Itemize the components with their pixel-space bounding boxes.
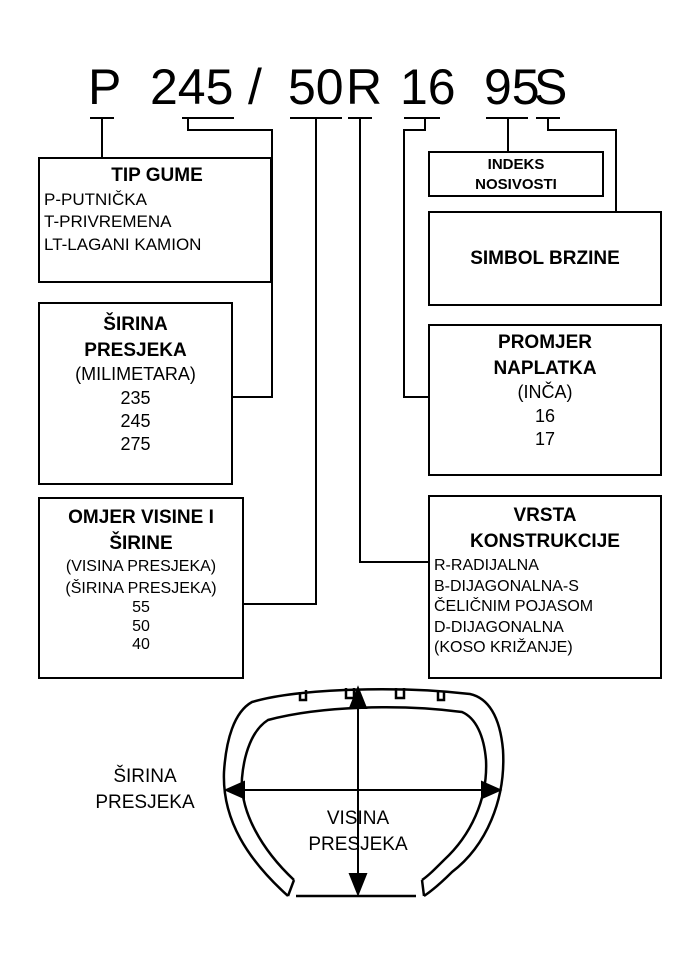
sirina-value: 275	[120, 434, 151, 455]
promjer-unit: (INČA)	[517, 382, 573, 403]
tire-cross-section	[222, 688, 505, 898]
indeks-box: INDEKS NOSIVOSTI	[428, 151, 604, 197]
vrsta-box: VRSTA KONSTRUKCIJE R-RADIJALNA B-DIJAGON…	[428, 495, 662, 679]
tire-width-label: ŠIRINA PRESJEKA	[80, 764, 210, 815]
simbol-box: SIMBOL BRZINE	[428, 211, 662, 306]
omjer-box: OMJER VISINE I ŠIRINE (VISINA PRESJEKA) …	[38, 497, 244, 679]
tip-gume-title: TIP GUME	[111, 165, 203, 186]
vrsta-title: VRSTA	[513, 505, 577, 526]
indeks-title: INDEKS	[487, 156, 545, 173]
vrsta-line: B-DIJAGONALNA-S	[434, 577, 579, 595]
code-construction: R	[346, 59, 383, 115]
vrsta-title: KONSTRUKCIJE	[470, 530, 620, 552]
vrsta-line: ČELIČNIM POJASOM	[434, 598, 594, 616]
tire-height-label: VISINA PRESJEKA	[296, 806, 420, 857]
promjer-value: 16	[534, 405, 556, 426]
tire-width-label-line: ŠIRINA	[113, 766, 177, 787]
vrsta-line: D-DIJAGONALNA	[434, 618, 564, 636]
code-type-letter: P	[88, 59, 122, 115]
omjer-value: 55	[132, 599, 150, 617]
promjer-box: PROMJER NAPLATKA (INČA) 16 17	[428, 324, 662, 476]
simbol-title: SIMBOL BRZINE	[470, 247, 620, 269]
code-slash: /	[248, 59, 262, 115]
tip-gume-line: T-PRIVREMENA	[44, 212, 172, 232]
omjer-title: OMJER VISINE I	[68, 507, 214, 528]
omjer-title: ŠIRINE	[109, 532, 173, 554]
sirina-presjeka-box: ŠIRINA PRESJEKA (MILIMETARA) 235 245 275	[38, 302, 233, 485]
promjer-title: NAPLATKA	[493, 357, 597, 379]
code-speed-symbol: S	[534, 59, 568, 115]
code-aspect-ratio: 50	[288, 59, 344, 115]
sirina-title: PRESJEKA	[84, 339, 187, 361]
tip-gume-line: LT-LAGANI KAMION	[44, 234, 202, 254]
tire-height-label-line: PRESJEKA	[308, 833, 408, 855]
omjer-value: 40	[132, 636, 150, 654]
tip-gume-box: TIP GUME P-PUTNIČKA T-PRIVREMENA LT-LAGA…	[38, 157, 272, 283]
promjer-value: 17	[534, 429, 556, 450]
omjer-line: (ŠIRINA PRESJEKA)	[65, 579, 217, 597]
indeks-title: NOSIVOSTI	[475, 175, 557, 193]
vrsta-line: (KOSO KRIŽANJE)	[434, 639, 573, 657]
code-load-index: 95	[484, 59, 540, 115]
tire-width-label-line: PRESJEKA	[95, 791, 195, 813]
sirina-unit: (MILIMETARA)	[75, 364, 196, 385]
sirina-value: 235	[120, 387, 151, 408]
promjer-title: PROMJER	[498, 332, 592, 353]
sirina-value: 245	[120, 411, 151, 432]
code-section-width: 245	[150, 59, 234, 115]
omjer-value: 50	[132, 617, 150, 635]
omjer-line: (VISINA PRESJEKA)	[65, 558, 217, 576]
tire-height-label-line: VISINA	[326, 808, 390, 829]
code-rim-diameter: 16	[400, 59, 456, 115]
vrsta-line: R-RADIJALNA	[434, 557, 539, 575]
tire-dimension-arrows	[223, 685, 503, 897]
sirina-title: ŠIRINA	[103, 314, 168, 335]
tip-gume-line: P-PUTNIČKA	[44, 189, 147, 209]
